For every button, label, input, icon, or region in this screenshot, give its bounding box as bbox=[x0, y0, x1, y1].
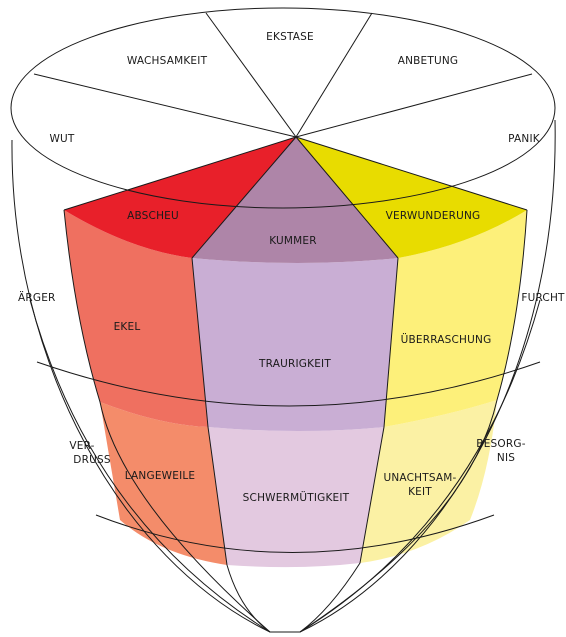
verwunderung-region bbox=[296, 137, 527, 258]
label-aerger: ÄRGER bbox=[18, 291, 56, 304]
spoke-abscheu-left bbox=[63, 136, 297, 211]
kummer-region bbox=[192, 137, 398, 263]
langeweile-region bbox=[100, 402, 227, 565]
label-unachtsamkeit-line2: KEIT bbox=[408, 486, 432, 498]
meridian-3 bbox=[299, 257, 399, 633]
label-verwunderung: VERWUNDERUNG bbox=[386, 210, 481, 222]
spoke-wut-wachsamkeit bbox=[33, 73, 297, 138]
label-langeweile: LANGEWEILE bbox=[125, 470, 196, 482]
spoke-kummer-verwunderung bbox=[295, 136, 399, 259]
label-besorgnis-line2: NIS bbox=[497, 452, 515, 464]
meridian-back-right bbox=[299, 299, 541, 633]
ekel-region bbox=[64, 210, 208, 427]
spoke-verwunderung-right bbox=[295, 136, 528, 211]
abscheu-region bbox=[64, 137, 296, 258]
label-besorgnis-line1: BESORG- bbox=[476, 438, 525, 450]
label-unachtsamkeit-line1: UNACHTSAM- bbox=[383, 472, 456, 484]
label-wachsamkeit: WACHSAMKEIT bbox=[127, 55, 208, 67]
label-wut: WUT bbox=[49, 133, 74, 145]
spoke-anbetung-panik bbox=[295, 73, 533, 138]
label-abscheu: ABSCHEU bbox=[127, 210, 179, 222]
meridian-1 bbox=[63, 209, 271, 633]
label-kummer: KUMMER bbox=[269, 235, 317, 247]
ueberraschung-region bbox=[384, 210, 527, 427]
label-ekel: EKEL bbox=[114, 321, 141, 333]
ring-middle bbox=[36, 361, 541, 407]
label-traurigkeit: TRAURIGKEIT bbox=[258, 358, 331, 370]
unachtsamkeit-region bbox=[360, 400, 497, 563]
meridian-back-left bbox=[29, 299, 271, 633]
label-ueberraschung: ÜBERRASCHUNG bbox=[401, 333, 492, 346]
top-ellipse bbox=[10, 7, 556, 209]
label-verdruss-line1: VER- bbox=[69, 440, 94, 452]
label-ekstase: EKSTASE bbox=[266, 31, 314, 43]
label-furcht: FURCHT bbox=[521, 292, 565, 304]
schwermuetigkeit-region bbox=[208, 427, 384, 568]
label-panik: PANIK bbox=[508, 133, 541, 145]
ring-lower bbox=[95, 514, 495, 553]
spoke-wachsamkeit-ekstase bbox=[205, 12, 297, 138]
traurigkeit-region bbox=[192, 258, 398, 431]
label-verdruss-line2: DRUSS bbox=[73, 454, 111, 466]
label-anbetung: ANBETUNG bbox=[398, 55, 459, 67]
spoke-ekstase-anbetung bbox=[295, 12, 373, 138]
label-schwermuetigkeit: SCHWERMÜTIGKEIT bbox=[243, 491, 350, 504]
meridian-4 bbox=[299, 209, 528, 633]
spoke-abscheu-kummer bbox=[191, 136, 297, 259]
meridian-2 bbox=[191, 257, 271, 633]
